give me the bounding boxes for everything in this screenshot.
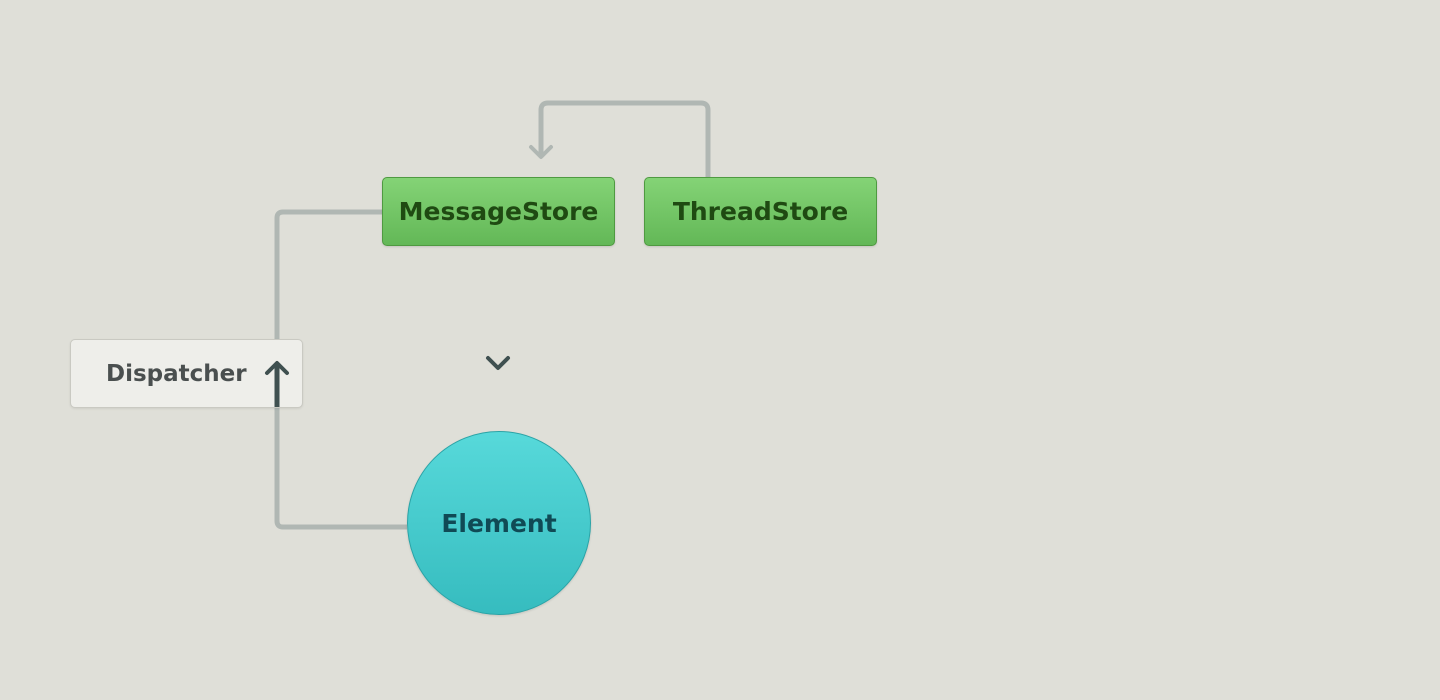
threadstore-to-messagestore-connector	[538, 100, 711, 177]
element-node[interactable]: Element	[407, 431, 591, 615]
thread-store-label: ThreadStore	[672, 197, 849, 226]
message-store-node[interactable]: MessageStore	[382, 177, 615, 246]
element-label: Element	[441, 508, 557, 538]
threadstore-to-messagestore-arrowhead	[529, 145, 553, 159]
thread-store-node[interactable]: ThreadStore	[644, 177, 877, 246]
messagestore-to-element-arrowhead	[486, 356, 510, 370]
dispatcher-label: Dispatcher	[106, 360, 247, 387]
dispatcher-node[interactable]: Dispatcher	[70, 339, 303, 408]
dispatcher-up-arrowhead	[265, 361, 289, 375]
message-store-label: MessageStore	[398, 197, 599, 226]
